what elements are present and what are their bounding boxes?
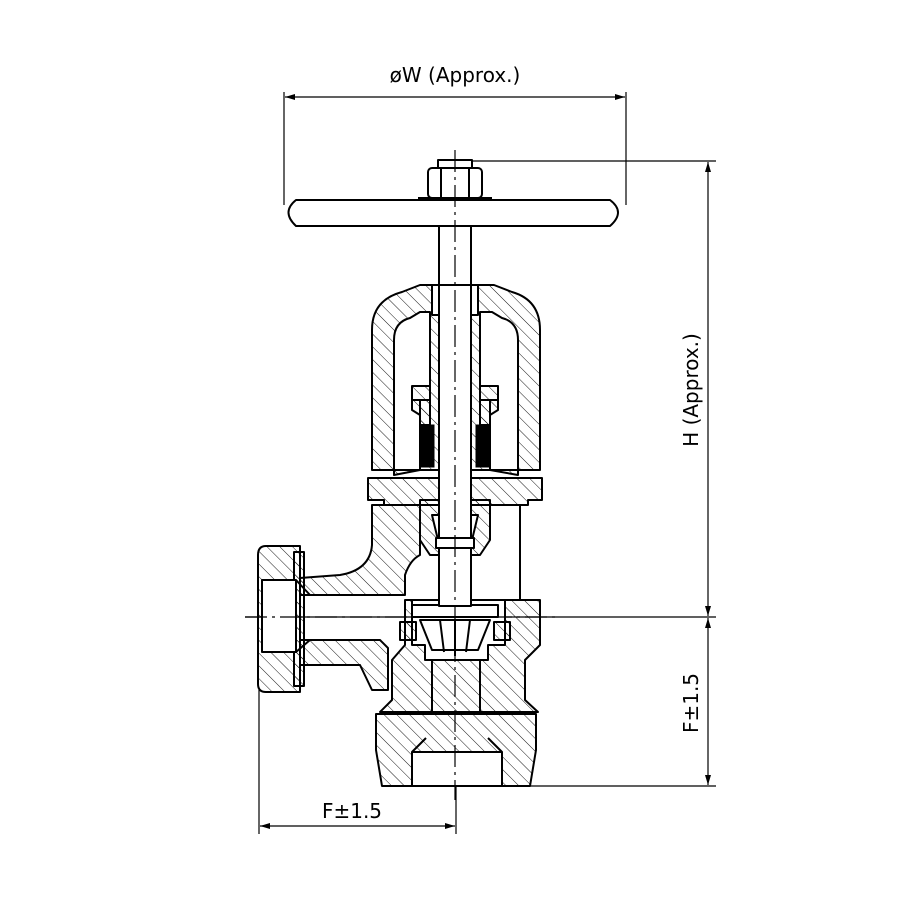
dim-label-height: H (Approx.) <box>679 333 703 447</box>
inlet-flange <box>257 545 311 693</box>
dimension-outlet-vertical: F±1.5 <box>456 618 716 787</box>
dimension-height: H (Approx.) <box>245 160 716 618</box>
dim-label-diameter: øW (Approx.) <box>390 63 521 87</box>
dim-label-inlet: F±1.5 <box>322 799 382 823</box>
handwheel <box>287 199 619 227</box>
centerlines <box>245 150 560 800</box>
dimension-handwheel-diameter: øW (Approx.) <box>283 63 627 205</box>
outlet-flange <box>375 713 537 787</box>
dim-label-outlet: F±1.5 <box>679 673 703 733</box>
dimension-inlet-horizontal: F±1.5 <box>258 690 457 834</box>
packing <box>419 424 491 468</box>
